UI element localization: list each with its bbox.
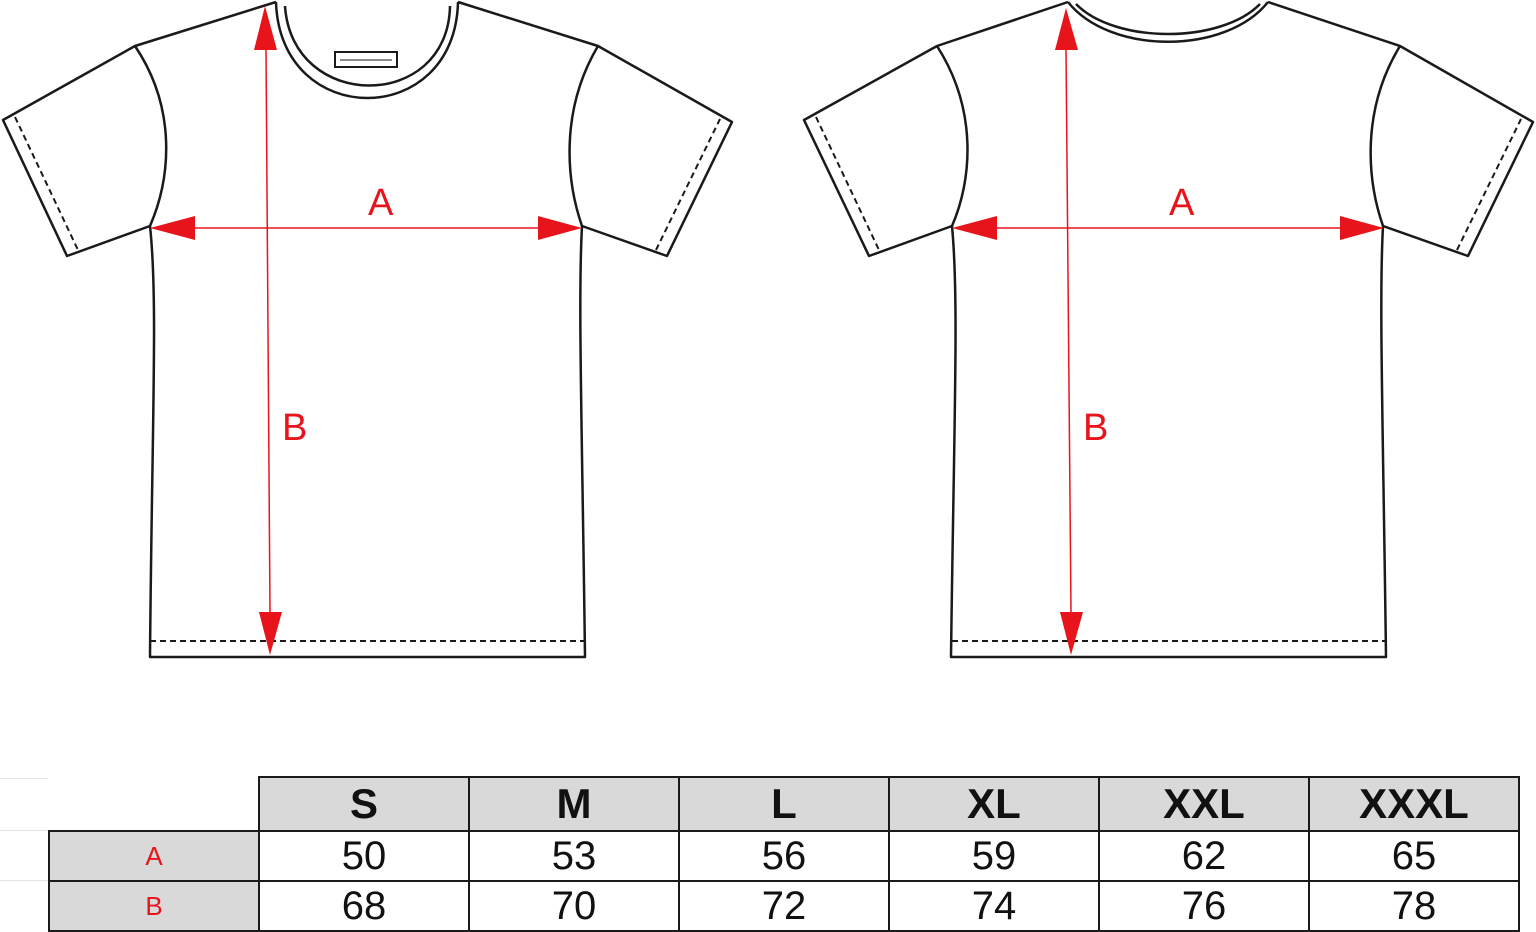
value-cell: 76 bbox=[1098, 880, 1310, 932]
tshirt-front-hem-stitch bbox=[14, 116, 721, 642]
tshirt-back bbox=[802, 0, 1535, 659]
tshirt-back-armholes bbox=[935, 45, 1402, 227]
arrow-down-icon bbox=[259, 612, 282, 655]
value-cell: 68 bbox=[258, 880, 470, 932]
value-cell: 65 bbox=[1308, 830, 1520, 882]
arrow-up-icon bbox=[254, 6, 277, 50]
size-header-row: S M L XL XXL XXXL bbox=[49, 776, 1520, 832]
back-length-line bbox=[1065, 49, 1072, 613]
value-cell: 53 bbox=[468, 830, 680, 882]
back-measure-arrows: A B bbox=[952, 8, 1384, 655]
front-width-label: A bbox=[368, 182, 394, 224]
arrow-right-icon bbox=[1340, 216, 1384, 240]
size-header-cell: L bbox=[678, 776, 890, 832]
tshirt-back-collar bbox=[1067, 1, 1269, 43]
front-length-label: B bbox=[282, 407, 307, 449]
size-chart: S M L XL XXL XXXL A 50 53 56 59 62 65 B … bbox=[0, 776, 1536, 932]
size-header-cell: XXL bbox=[1098, 776, 1310, 832]
tshirt-front-outline bbox=[1, 0, 734, 659]
tshirt-back-hem-stitch bbox=[815, 116, 1522, 642]
size-header-cell: XL bbox=[888, 776, 1100, 832]
table-row: B 68 70 72 74 76 78 bbox=[48, 880, 1520, 932]
row-label: B bbox=[48, 880, 260, 932]
arrow-left-icon bbox=[150, 216, 195, 240]
size-header-cell: XXXL bbox=[1308, 776, 1520, 832]
tshirt-front-armholes bbox=[133, 45, 600, 227]
value-cell: 59 bbox=[888, 830, 1100, 882]
size-header-cell: S bbox=[258, 776, 470, 832]
front-length-line bbox=[265, 49, 271, 613]
value-cell: 72 bbox=[678, 880, 890, 932]
value-cell: 56 bbox=[678, 830, 890, 882]
front-measure-arrows: A B bbox=[150, 6, 582, 655]
arrow-down-icon bbox=[1060, 612, 1083, 655]
size-table: S M L XL XXL XXXL A 50 53 56 59 62 65 B … bbox=[48, 776, 1520, 932]
value-cell: 50 bbox=[258, 830, 470, 882]
tshirt-front bbox=[1, 0, 734, 659]
arrow-left-icon bbox=[952, 216, 997, 240]
value-cell: 62 bbox=[1098, 830, 1310, 882]
table-corner bbox=[49, 777, 260, 832]
neck-label-icon bbox=[334, 51, 398, 68]
value-cell: 70 bbox=[468, 880, 680, 932]
row-label: A bbox=[48, 830, 260, 882]
arrow-right-icon bbox=[538, 216, 582, 240]
back-width-label: A bbox=[1169, 182, 1195, 224]
value-cell: 78 bbox=[1308, 880, 1520, 932]
table-row: A 50 53 56 59 62 65 bbox=[48, 830, 1520, 882]
value-cell: 74 bbox=[888, 880, 1100, 932]
back-length-label: B bbox=[1083, 407, 1108, 449]
arrow-up-icon bbox=[1055, 8, 1078, 50]
size-header-cell: M bbox=[468, 776, 680, 832]
tshirt-back-outline bbox=[802, 0, 1535, 659]
tshirt-front-collar bbox=[274, 1, 460, 100]
